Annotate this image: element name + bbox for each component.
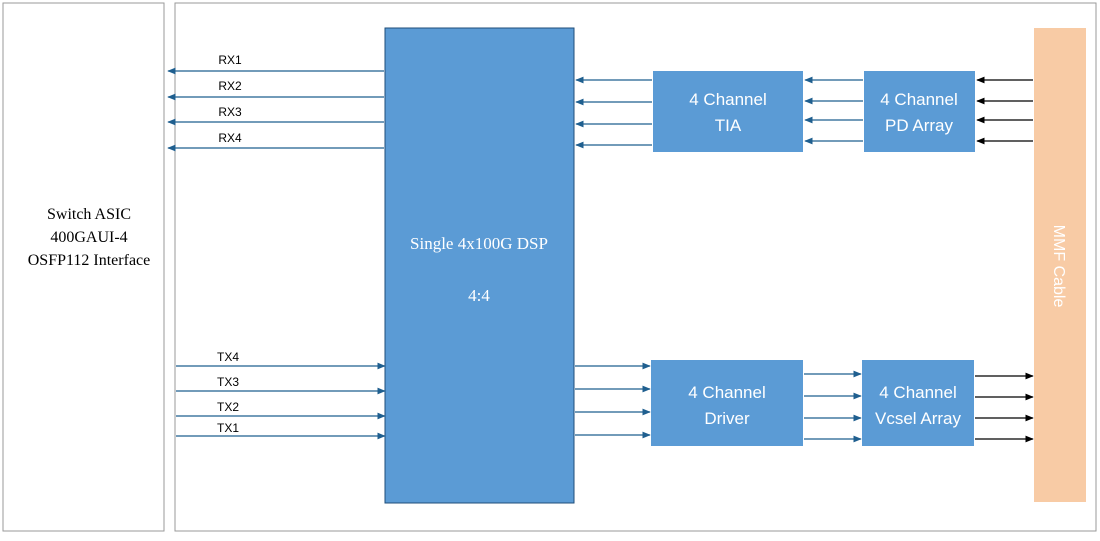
vcsel-array-label-line2: Vcsel Array	[875, 409, 961, 428]
asic-label-line3: OSFP112 Interface	[28, 252, 151, 269]
rx-lines	[167, 67, 384, 152]
driver-block	[651, 360, 803, 446]
tx1-label: TX1	[217, 421, 239, 435]
pd-array-label-line2: PD Array	[885, 116, 954, 135]
dsp-block	[384, 27, 575, 504]
tia-block	[653, 71, 803, 152]
driver-label-line2: Driver	[704, 409, 750, 428]
rx3-label: RX3	[218, 105, 242, 119]
rx1-label: RX1	[218, 53, 242, 67]
asic-label-line1: Switch ASIC	[47, 206, 131, 223]
vcsel-to-cable-lines	[975, 372, 1034, 443]
dsp-label-line2: 4:4	[468, 286, 490, 305]
module-frame	[174, 2, 1097, 532]
dsp-label-line1: Single 4x100G DSP	[410, 234, 548, 253]
tx-lines	[176, 362, 386, 440]
mmf-cable	[1034, 28, 1086, 502]
vcsel-array-label-line1: 4 Channel	[879, 383, 957, 402]
rx2-label: RX2	[218, 79, 242, 93]
tx3-label: TX3	[217, 375, 239, 389]
driver-label-line1: 4 Channel	[688, 383, 766, 402]
tx4-label: TX4	[217, 350, 239, 364]
tia-label-line2: TIA	[715, 116, 742, 135]
tia-label-line1: 4 Channel	[689, 90, 767, 109]
asic-label-line2: 400GAUI-4	[50, 229, 127, 246]
driver-to-vcsel-lines	[804, 370, 862, 443]
tia-to-dsp-lines	[575, 76, 652, 149]
pd-array-block	[864, 71, 975, 152]
cable-to-pd-lines	[976, 76, 1033, 145]
mmf-cable-label: MMF Cable	[1050, 225, 1067, 308]
pd-to-tia-lines	[804, 76, 863, 145]
dsp-to-driver-lines	[575, 362, 651, 439]
pd-array-label-line1: 4 Channel	[880, 90, 958, 109]
vcsel-array-block	[862, 360, 974, 446]
asic-frame	[2, 2, 165, 532]
rx4-label: RX4	[218, 131, 242, 145]
tx2-label: TX2	[217, 400, 239, 414]
